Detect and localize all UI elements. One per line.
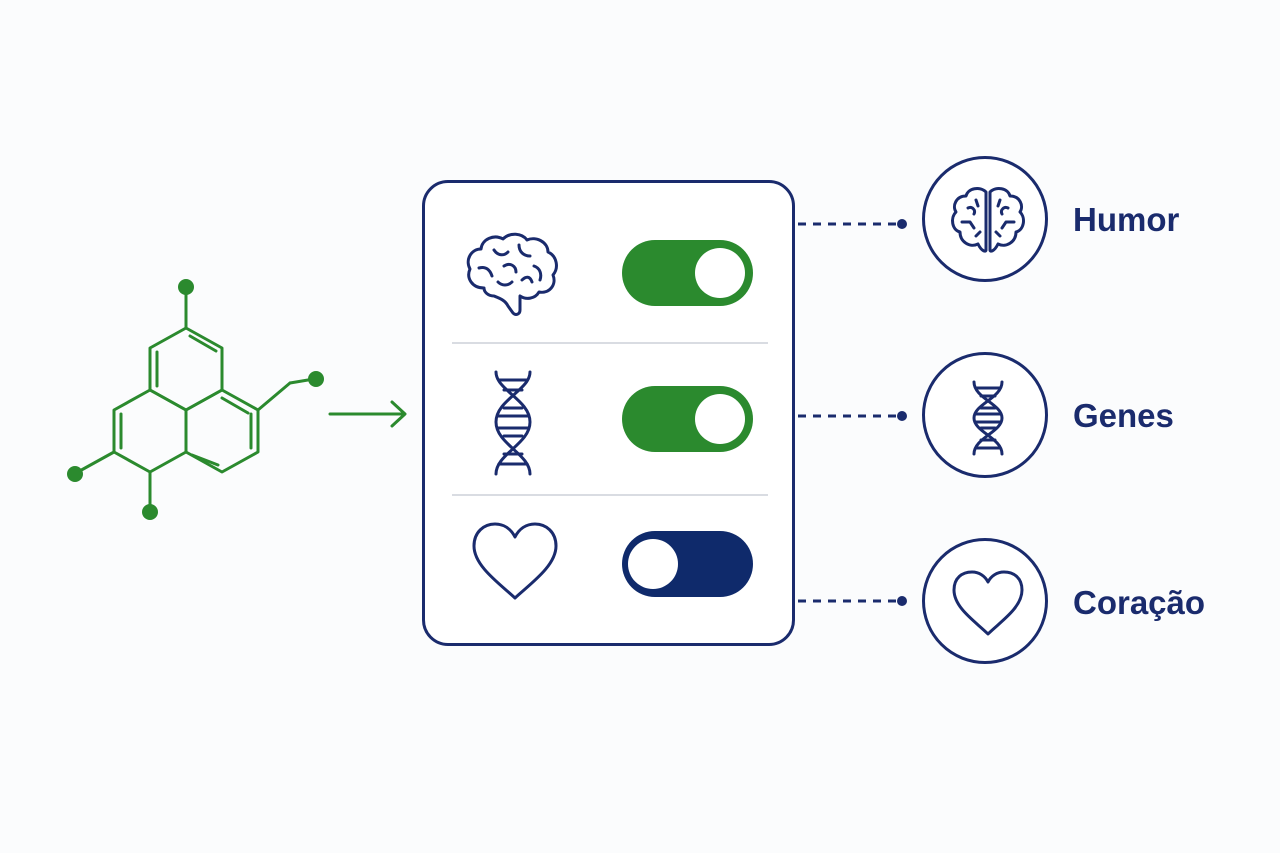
connector-endpoints	[897, 219, 907, 606]
brain-toggle[interactable]	[622, 240, 753, 306]
dna-icon	[494, 370, 532, 476]
toggle-knob	[628, 539, 678, 589]
coracao-badge	[922, 538, 1048, 664]
humor-label: Humor	[1073, 201, 1180, 238]
genes-label: Genes	[1073, 397, 1174, 434]
panel-divider	[452, 342, 768, 344]
heart-icon	[952, 570, 1024, 636]
arrow-right-icon	[328, 400, 407, 428]
coracao-label: Coração	[1073, 584, 1206, 621]
connectors	[798, 222, 896, 603]
heart-toggle[interactable]	[622, 531, 753, 597]
molecule-icon	[74, 287, 316, 513]
heart-icon	[472, 522, 558, 600]
molecule-atoms	[67, 279, 324, 520]
dna-icon	[972, 380, 1004, 456]
humor-badge	[922, 156, 1048, 282]
brain-icon	[466, 232, 558, 316]
brain-icon	[951, 187, 1025, 253]
genes-badge	[922, 352, 1048, 478]
toggle-knob	[695, 248, 745, 298]
dna-toggle[interactable]	[622, 386, 753, 452]
toggle-knob	[695, 394, 745, 444]
panel-divider	[452, 494, 768, 496]
